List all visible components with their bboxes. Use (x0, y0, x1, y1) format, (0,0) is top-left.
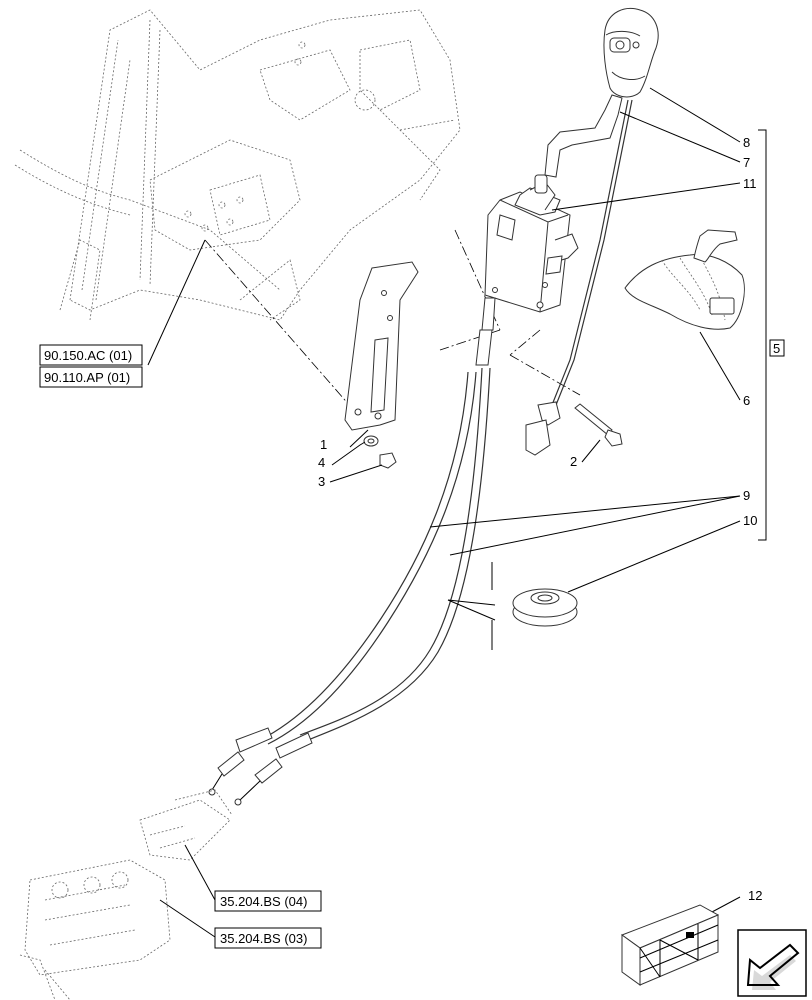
callout-8: 8 (743, 135, 750, 150)
shift-lever-housing (484, 174, 579, 313)
housing-shaft (481, 297, 496, 331)
lever-boot (624, 229, 745, 330)
washer (363, 435, 379, 447)
callout-2: 2 (570, 454, 577, 469)
mounting-bracket (344, 261, 419, 431)
callout-7: 7 (743, 155, 750, 170)
callout-11: 11 (743, 176, 757, 191)
reference-box-90-110[interactable]: 90.110.AP (01) (39, 366, 143, 388)
knob-wire (551, 99, 629, 406)
callout-10: 10 (743, 513, 757, 528)
wire-connector (525, 401, 561, 456)
reference-box-35-204-04[interactable]: 35.204.BS (04) (214, 890, 322, 912)
reference-90-110-ap[interactable]: 90.110.AP (01) (44, 370, 130, 385)
callout-leaders (329, 87, 741, 913)
packaging-crate-icon (620, 904, 720, 986)
lever-knob (603, 7, 659, 98)
callout-4: 4 (318, 455, 325, 470)
cab-frame-ghost (14, 9, 461, 321)
knob-wire-2 (555, 99, 633, 406)
callout-6: 6 (743, 393, 750, 408)
group-bracket (758, 129, 767, 541)
group-callout-5[interactable]: 5 (773, 341, 780, 356)
callout-12: 12 (748, 888, 762, 903)
callout-9: 9 (743, 488, 750, 503)
group-callout-box (769, 339, 785, 357)
lever-rod (544, 94, 623, 178)
reference-box-35-204-03[interactable]: 35.204.BS (03) (214, 927, 322, 949)
control-cables (208, 367, 491, 806)
reference-35-204-bs-04[interactable]: 35.204.BS (04) (220, 894, 307, 909)
callout-3: 3 (318, 474, 325, 489)
navigation-arrow-icon[interactable] (737, 929, 807, 997)
reference-box-90-150[interactable]: 90.150.AC (01) (39, 344, 143, 366)
cable-break-marks (447, 562, 496, 650)
reference-35-204-bs-03[interactable]: 35.204.BS (03) (220, 931, 307, 946)
control-valve-block (19, 789, 233, 1000)
grommet (512, 588, 578, 627)
housing-sleeve (475, 329, 493, 366)
bolt (379, 452, 397, 469)
callout-1: 1 (320, 437, 327, 452)
long-screw (574, 403, 623, 447)
reference-90-150-ac[interactable]: 90.150.AC (01) (44, 348, 132, 363)
